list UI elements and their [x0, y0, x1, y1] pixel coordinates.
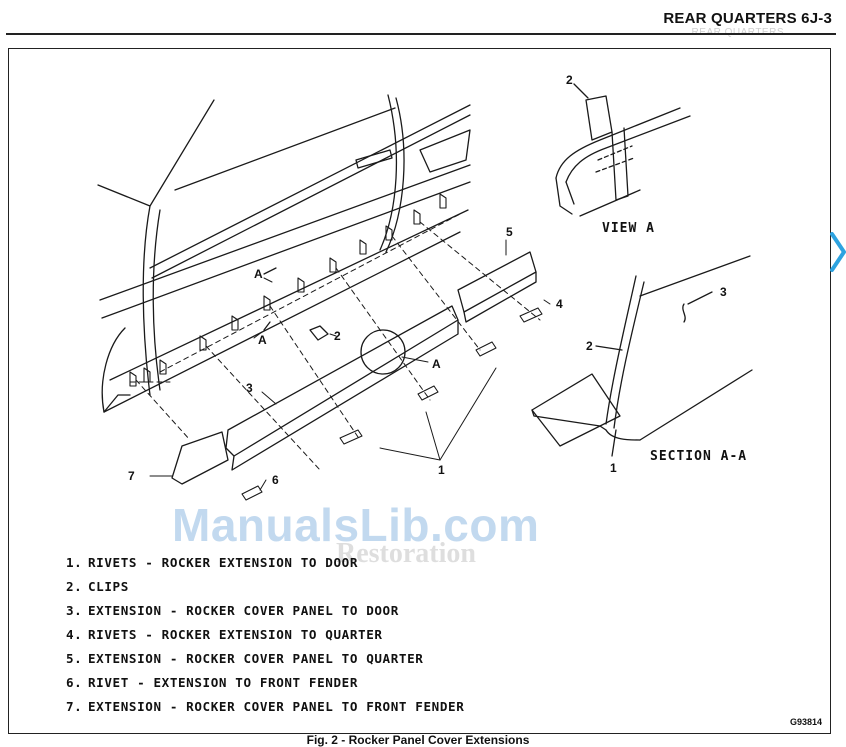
part3-extension — [225, 305, 459, 457]
body-wheel-arch — [101, 327, 126, 413]
callout-5: 5 — [506, 225, 513, 239]
callout-7: 7 — [128, 469, 135, 483]
header-title: REAR QUARTERS — [663, 10, 797, 27]
section-marker-a2-arrow — [263, 321, 271, 331]
legend-item: 2.CLIPS — [66, 579, 129, 594]
body-molding — [355, 149, 393, 169]
part7-extension — [171, 431, 229, 485]
clip-2 — [309, 325, 329, 341]
body-door-upper — [149, 104, 471, 269]
legend-item: 1.RIVETS - ROCKER EXTENSION TO DOOR — [66, 555, 359, 570]
callout-2: 2 — [334, 329, 341, 343]
view-a-label: VIEW A — [602, 221, 655, 236]
callout-6: 6 — [272, 473, 279, 487]
watermark-faint: Restoration — [336, 538, 476, 569]
body-a-pillar — [142, 205, 151, 396]
legend-item: 6.RIVET - EXTENSION TO FRONT FENDER — [66, 675, 359, 690]
circle-a-label: A — [432, 357, 441, 371]
header-ghost-text: REAR QUARTERS — [692, 27, 784, 38]
figure-code: G93814 — [789, 717, 822, 727]
callout-3: 3 — [246, 381, 253, 395]
legend-item: 4.RIVETS - ROCKER EXTENSION TO QUARTER — [66, 627, 383, 642]
section-callout-2: 2 — [586, 339, 593, 353]
section-callout-1: 1 — [610, 461, 617, 475]
header-page-code: 6J-3 — [801, 10, 832, 27]
rivets — [241, 307, 543, 501]
section-marker-a1-arrow — [263, 267, 277, 275]
callout-4: 4 — [556, 297, 563, 311]
body-b-pillar — [379, 94, 398, 251]
figure-caption: Fig. 2 - Rocker Panel Cover Extensions — [306, 733, 530, 747]
body-rocker-bottom — [103, 231, 461, 413]
alignment-dashes — [129, 213, 541, 471]
body-b-pillar-inner — [385, 97, 405, 253]
part5-extension — [457, 251, 537, 313]
callout-1: 1 — [438, 463, 445, 477]
body-quarter-trim — [419, 129, 471, 173]
body-fender-edge — [103, 394, 131, 413]
section-callout-3: 3 — [720, 285, 727, 299]
view-a-detail — [555, 83, 691, 217]
circle-a — [360, 329, 406, 375]
figure-frame — [8, 48, 831, 734]
body-rocker-top — [109, 209, 469, 381]
body-a-pillar-inner — [152, 209, 161, 391]
page-header: REAR QUARTERS 6J-3 — [663, 10, 832, 27]
body-lower-line — [99, 164, 471, 301]
parts-legend: 1.RIVETS - ROCKER EXTENSION TO DOOR 2.CL… — [66, 551, 464, 719]
body-lower-line2 — [101, 181, 471, 319]
legend-item: 5.EXTENSION - ROCKER COVER PANEL TO QUAR… — [66, 651, 424, 666]
body-door-window-base — [174, 107, 396, 191]
section-aa-detail — [531, 255, 753, 457]
section-marker-a2: A — [258, 333, 267, 347]
next-page-arrow-icon[interactable] — [830, 232, 846, 272]
leader-lines — [149, 239, 551, 491]
body-roof-line — [97, 99, 215, 207]
body-door-belt — [151, 114, 471, 279]
view-a-callout-2: 2 — [566, 73, 573, 87]
legend-item: 3.EXTENSION - ROCKER COVER PANEL TO DOOR — [66, 603, 399, 618]
legend-item: 7.EXTENSION - ROCKER COVER PANEL TO FRON… — [66, 699, 465, 714]
watermark-site: ManualsLib.com — [172, 499, 540, 551]
section-aa-label: SECTION A-A — [650, 449, 747, 464]
section-marker-a1: A — [254, 267, 263, 281]
header-rule — [6, 33, 836, 35]
